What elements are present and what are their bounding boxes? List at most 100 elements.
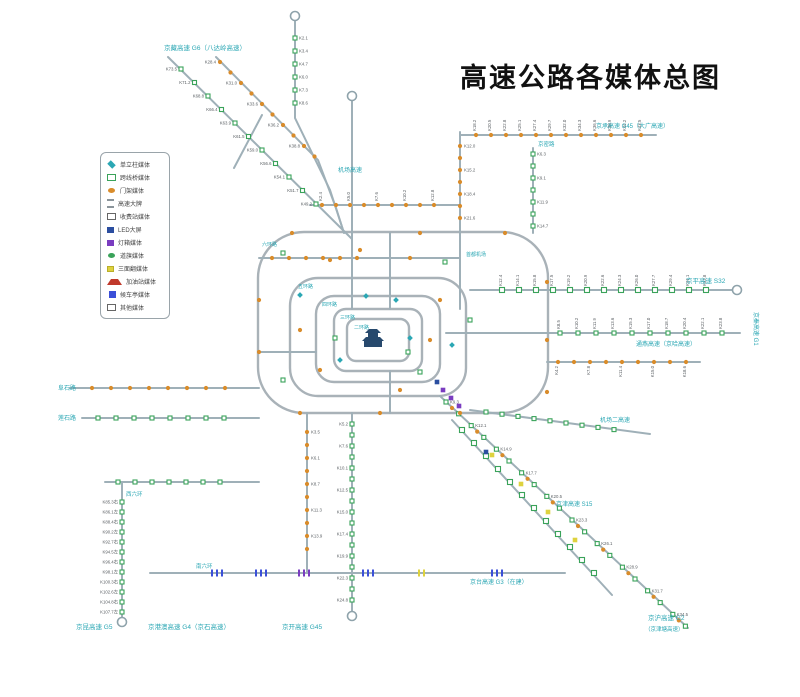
- station-label: K49.2: [301, 202, 313, 207]
- overpass-marker-icon: [670, 611, 676, 617]
- overpass-marker-icon: [483, 409, 489, 415]
- gantry-marker-icon: [457, 215, 463, 221]
- station-label: K29.4: [668, 274, 673, 286]
- station-label: K15.0: [337, 510, 349, 515]
- station-label: K41.2: [622, 119, 627, 131]
- gantry-marker-icon: [563, 132, 569, 138]
- overpass-marker-icon: [113, 415, 119, 421]
- gantry-marker-icon: [457, 203, 463, 209]
- overpass-marker-icon: [530, 187, 536, 193]
- legend-item: 其他媒体: [107, 301, 165, 314]
- overpass-marker-icon: [218, 106, 225, 113]
- toll-marker-icon: [702, 286, 710, 294]
- toll-marker-icon: [542, 517, 550, 525]
- gantry-marker-icon: [304, 494, 310, 500]
- route-label: 通燕高速（京哈高速）: [636, 340, 696, 348]
- lightbox-icon: [107, 239, 114, 246]
- route-label: 机场高速: [338, 166, 362, 174]
- media-marker-icon: [440, 387, 446, 393]
- overpass-marker-icon: [217, 479, 223, 485]
- station-label: K9.1: [537, 176, 546, 181]
- gantry-marker-icon: [676, 618, 681, 623]
- overpass-marker-icon: [149, 479, 155, 485]
- overpass-marker-icon: [221, 415, 227, 421]
- toll-marker-icon: [578, 556, 586, 564]
- gantry-marker-icon: [127, 385, 133, 391]
- overpass-marker-icon: [292, 48, 298, 54]
- overpass-marker-icon: [200, 479, 206, 485]
- legend-item: 跨线桥媒体: [107, 171, 165, 184]
- overpass-marker-icon: [593, 330, 599, 336]
- overpass-marker-icon: [557, 330, 563, 336]
- station-label: K5.2: [339, 422, 348, 427]
- gantry-marker-icon: [544, 389, 550, 395]
- station-label: K86.1左: [102, 509, 118, 515]
- route-label: 京藏高速 G6（八达岭高速）: [164, 43, 246, 52]
- legend-item-label: 门架媒体: [120, 189, 145, 195]
- station-label: K12.4: [498, 274, 503, 286]
- gantry-marker-icon: [417, 230, 423, 236]
- overpass-marker-icon: [719, 330, 725, 336]
- legend-item: 高速大牌: [107, 197, 165, 210]
- toll-marker-icon: [600, 286, 608, 294]
- gantry-marker-icon: [550, 500, 555, 505]
- toll-marker-icon: [515, 286, 523, 294]
- media-markers: K73.5K71.2K68.8K66.4K63.9K61.5K59.0K56.6…: [89, 35, 725, 629]
- shelter-marker-icon: [308, 569, 310, 577]
- terminal-nodes: [116, 10, 743, 628]
- overpass-marker-icon: [185, 415, 191, 421]
- gantry-marker-icon: [289, 230, 295, 236]
- gantry-marker-icon: [361, 202, 367, 208]
- gantry-marker-icon: [651, 359, 657, 365]
- gantry-marker-icon: [270, 112, 275, 117]
- shelter-marker-icon: [501, 569, 503, 577]
- terminal-node-icon: [346, 610, 358, 622]
- overpass-marker-icon: [515, 413, 521, 419]
- route-label: 京沪高速 G2: [648, 613, 685, 622]
- station-label: K90.2左: [102, 529, 118, 535]
- station-label: K20.9: [583, 274, 588, 286]
- gantry-marker-icon: [533, 132, 539, 138]
- overpass-marker-icon: [132, 479, 138, 485]
- station-label: K15.3: [628, 317, 633, 329]
- shelter-marker-icon: [260, 569, 262, 577]
- overpass-marker-icon: [569, 517, 575, 523]
- gantry-marker-icon: [619, 359, 625, 365]
- overpass-marker-icon: [349, 465, 355, 471]
- gantry-marker-icon: [203, 385, 209, 391]
- station-label: K6.0: [299, 75, 308, 80]
- station-label: K54.1: [274, 175, 286, 180]
- station-label: K38.9: [607, 119, 612, 131]
- route-label: 二环路: [354, 324, 369, 331]
- station-label: K29.7: [547, 119, 552, 131]
- shelter-marker-icon: [423, 569, 425, 577]
- overpass-marker-icon: [594, 541, 600, 547]
- gantry-marker-icon: [437, 297, 443, 303]
- overpass-marker-icon: [205, 93, 211, 99]
- gantry-marker-icon: [304, 533, 310, 539]
- gantry-marker-icon: [403, 202, 409, 208]
- gantry-marker-icon: [587, 359, 593, 365]
- gantry-marker-icon: [623, 132, 629, 138]
- overpass-marker-icon: [349, 432, 355, 438]
- media-marker-icon: [489, 452, 495, 458]
- gantry-marker-icon: [354, 255, 360, 261]
- station-label: K31.0: [226, 81, 238, 86]
- station-label: K96.4右: [102, 559, 118, 566]
- gantry-marker-icon: [651, 594, 656, 599]
- overpass-marker-icon: [349, 575, 355, 581]
- station-label: K63.9: [220, 121, 232, 126]
- ring-roads: [256, 230, 550, 415]
- route-label: （京津塘高速）: [645, 625, 684, 633]
- route-label: 机场二高速: [600, 416, 630, 424]
- legend-item-label: 道旗媒体: [120, 254, 145, 260]
- overpass-marker-icon: [499, 411, 505, 417]
- shelter-marker-icon: [372, 569, 374, 577]
- gantry-marker-icon: [626, 571, 631, 576]
- overpass-marker-icon: [292, 35, 298, 41]
- legend-item-label: LED大屏: [118, 228, 142, 234]
- route-label: 阜石路: [58, 384, 76, 392]
- highway-line: [233, 114, 263, 169]
- overpass-marker-icon: [115, 479, 121, 485]
- overpass-marker-icon: [481, 434, 487, 440]
